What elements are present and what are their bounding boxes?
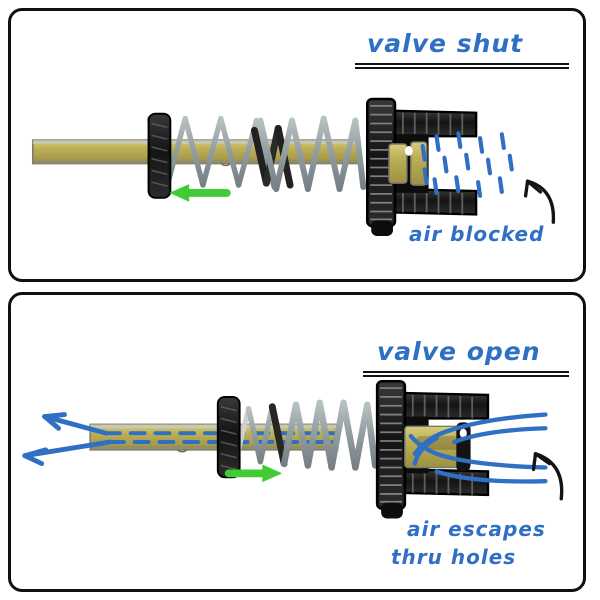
valve-seat-closed [388, 141, 428, 186]
panel-valve-shut: valve shut air blocked [8, 8, 586, 282]
title-underline [355, 63, 569, 69]
pointer-arrow [531, 452, 564, 501]
panel-title-valve-open: valve open [377, 337, 541, 366]
air-flow-lines [408, 412, 548, 484]
caption-air-escapes: air escapes [407, 517, 546, 541]
title-underline [363, 371, 569, 377]
stem-collar [147, 112, 172, 199]
caption-air-blocked: air blocked [409, 222, 545, 246]
valve-shut-illustration [31, 97, 556, 236]
stem-collar [216, 395, 241, 479]
pointer-arrow [523, 179, 556, 224]
motion-arrow-left [169, 184, 231, 202]
inner-spring [250, 115, 367, 192]
panel-title-valve-shut: valve shut [367, 29, 524, 58]
valve-open-illustration [22, 379, 564, 519]
caption-thru-holes: thru holes [391, 545, 517, 569]
brass-stem-bore [89, 423, 339, 453]
compressed-spring [222, 399, 379, 471]
air-exit-arrows [22, 412, 113, 467]
air-blocked-dashes [420, 131, 514, 198]
panel-valve-open: valve open air escapes thru holes [8, 292, 586, 592]
motion-arrow-right [224, 464, 283, 483]
